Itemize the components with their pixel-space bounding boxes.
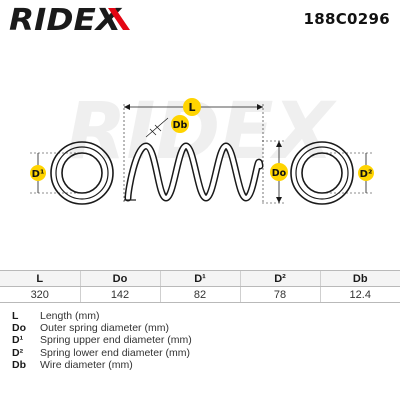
legend-symbol: D¹ xyxy=(12,334,24,347)
brand-accent-stripe xyxy=(108,8,130,30)
lower-diameter-badge xyxy=(358,165,374,181)
header: RIDEX 188C0296 xyxy=(0,0,400,38)
spec-header-lower-diameter: D² xyxy=(239,270,320,287)
wire-diameter-dimension: Db xyxy=(145,115,189,138)
outer-diameter-dimension: Do xyxy=(262,140,288,204)
spec-value-length: 320 xyxy=(0,286,80,303)
outer-diameter-badge xyxy=(270,163,288,181)
lower-end-view: D² xyxy=(290,141,374,205)
wire-dim-tick-a xyxy=(149,128,157,136)
upper-end-view: D¹ xyxy=(30,141,114,205)
legend-item: D¹ Spring upper end diameter (mm) xyxy=(12,334,392,346)
legend-symbol: Do xyxy=(12,322,26,335)
upper-diameter-badge xyxy=(30,165,46,181)
length-label: L xyxy=(188,101,195,114)
lower-diameter-label: D² xyxy=(360,169,373,180)
legend: L Length (mm) Do Outer spring diameter (mm… xyxy=(12,310,392,371)
brand-logo: RIDEX xyxy=(9,3,130,36)
legend-description: Spring lower end diameter (mm) xyxy=(40,346,190,359)
outer-arrow-top xyxy=(276,141,282,147)
legend-item: D² Spring lower end diameter (mm) xyxy=(12,347,392,359)
spring-coil-inner xyxy=(126,143,262,201)
wire-label: Db xyxy=(173,120,188,131)
lower-end-mid-ring xyxy=(295,146,349,200)
upper-diameter-label: D¹ xyxy=(32,169,45,180)
legend-description: Wire diameter (mm) xyxy=(40,358,133,371)
brand-name: RIDEX xyxy=(9,3,123,36)
part-number: 188C0296 xyxy=(303,10,390,28)
upper-end-mid-ring xyxy=(55,146,109,200)
legend-symbol: L xyxy=(12,310,19,322)
legend-symbol: D² xyxy=(12,346,24,359)
spec-header-length: L xyxy=(0,270,80,287)
technical-drawing: RIDEX D¹ D² L xyxy=(30,87,374,205)
watermark-text: RIDEX xyxy=(66,87,337,177)
legend-description: Spring upper end diameter (mm) xyxy=(40,334,192,347)
wire-badge xyxy=(171,115,189,133)
length-badge xyxy=(183,98,201,116)
spec-header-upper-diameter: D¹ xyxy=(159,270,240,287)
lower-end-outer-ring xyxy=(290,141,354,205)
legend-description: Length (mm) xyxy=(40,310,100,322)
spec-value-lower-diameter: 78 xyxy=(239,286,320,303)
spec-header-row: L Do D¹ D² Db xyxy=(0,270,400,287)
spec-value-upper-diameter: 82 xyxy=(159,286,240,303)
spec-value-row: 320 142 82 78 12.4 xyxy=(0,286,400,303)
specification-table: L Do D¹ D² Db 320 142 82 78 12.4 xyxy=(0,270,400,303)
spring-side-view xyxy=(124,142,264,202)
legend-item: L Length (mm) xyxy=(12,310,392,322)
length-arrow-right xyxy=(257,104,263,110)
wire-dim-tick-b xyxy=(154,124,162,132)
spec-header-outer-diameter: Do xyxy=(79,270,160,287)
length-arrow-left xyxy=(124,104,130,110)
spec-value-wire-diameter: 12.4 xyxy=(319,286,400,303)
upper-end-outer-ring xyxy=(50,141,114,205)
outer-diameter-label: Do xyxy=(272,168,287,179)
legend-item: Db Wire diameter (mm) xyxy=(12,359,392,371)
spec-header-wire-diameter: Db xyxy=(319,270,400,287)
legend-description: Outer spring diameter (mm) xyxy=(40,322,169,335)
spec-value-outer-diameter: 142 xyxy=(79,286,160,303)
outer-arrow-bottom xyxy=(276,197,282,203)
legend-item: Do Outer spring diameter (mm) xyxy=(12,322,392,334)
legend-symbol: Db xyxy=(12,358,26,371)
length-dimension: L xyxy=(123,98,264,203)
wire-dim-line xyxy=(145,117,169,138)
upper-end-inner-ring xyxy=(61,152,103,194)
